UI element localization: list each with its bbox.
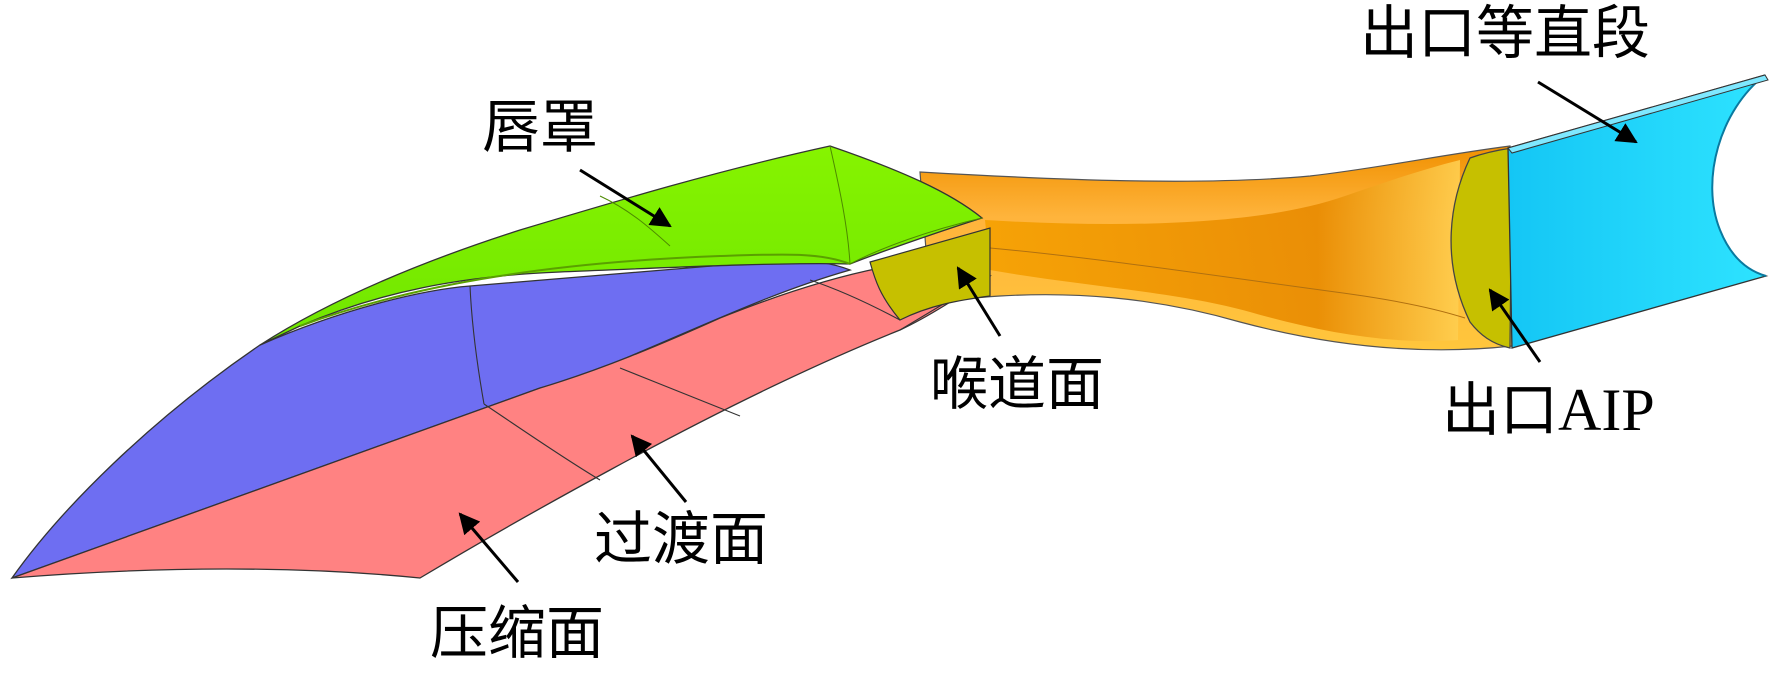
arrow-throat — [956, 266, 1002, 337]
arrow-exit-straight — [1537, 80, 1638, 144]
cowl-seam — [599, 195, 671, 247]
label-cowl: 唇罩 — [482, 93, 599, 161]
label-transition-surface: 过渡面 — [594, 505, 769, 573]
cowl-seam-3 — [849, 217, 983, 265]
compression-surface — [11, 267, 992, 579]
cowl-seam-2 — [829, 145, 851, 265]
label-exit-straight-section: 出口等直段 — [1360, 0, 1651, 67]
cowl-lip — [259, 145, 984, 346]
duct-inner-surface — [985, 160, 1460, 342]
label-throat-surface: 喉道面 — [930, 350, 1105, 418]
duct-seam — [989, 247, 1466, 319]
label-exit-aip: 出口AIP — [1442, 380, 1655, 440]
cowl-ridge — [299, 253, 851, 327]
exit-straight-rim — [1711, 74, 1767, 277]
throat-surface — [869, 227, 991, 321]
internal-duct — [919, 145, 1513, 351]
side-wall-seam-1 — [469, 285, 485, 405]
arrow-exit-aip — [1488, 288, 1542, 363]
label-exit-aip-suffix: AIP — [1558, 377, 1655, 443]
arrow-cowl — [579, 168, 672, 228]
pointer-arrows — [458, 80, 1638, 583]
exit-straight-top-lip — [1507, 74, 1769, 154]
arrow-transition — [630, 434, 688, 503]
exit-straight-section — [1507, 74, 1769, 349]
arrow-compression — [458, 512, 520, 583]
label-exit-aip-prefix: 出口 — [1442, 376, 1559, 444]
label-compression-surface: 压缩面 — [430, 599, 605, 667]
